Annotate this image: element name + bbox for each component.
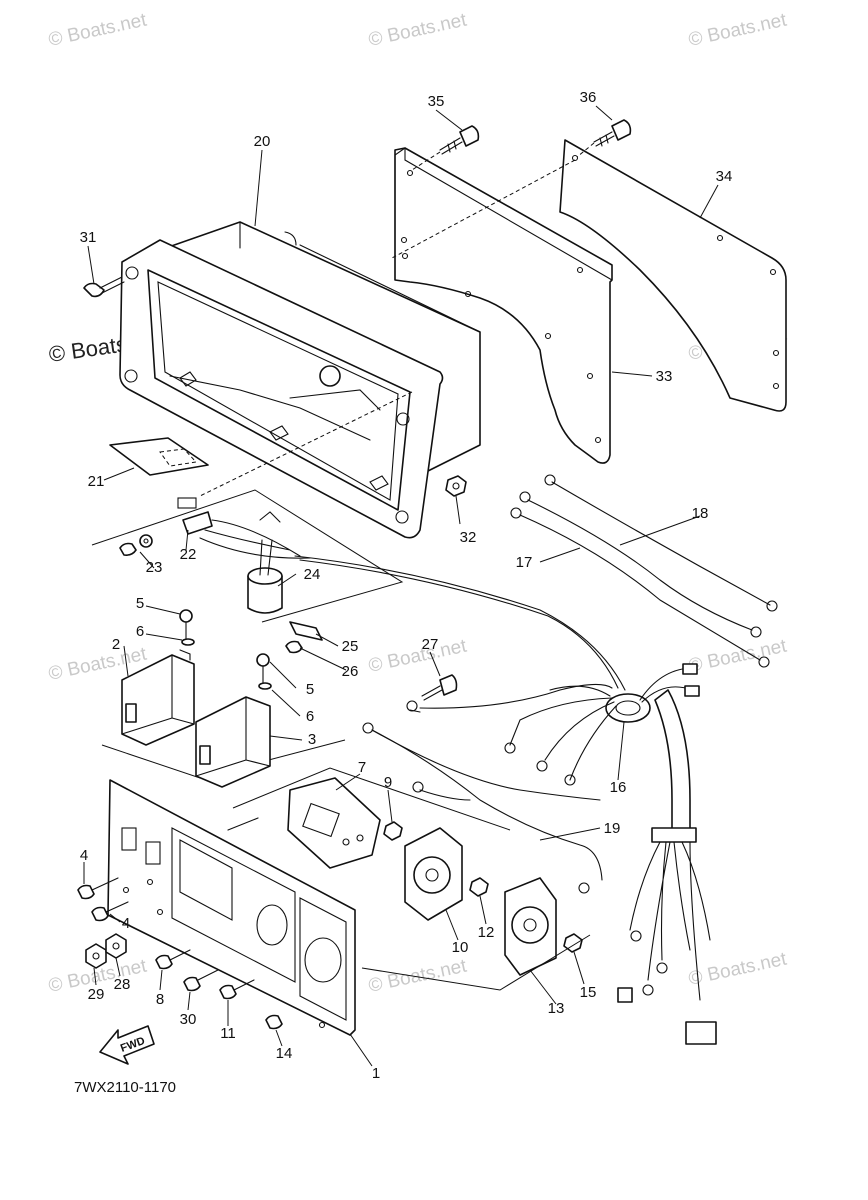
watermark: © Boats.net — [687, 949, 789, 990]
part-4-screw[interactable] — [77, 877, 119, 900]
callout-30: 30 — [180, 1011, 197, 1028]
callout-5b: 5 — [306, 681, 314, 698]
part-9-nut[interactable] — [383, 821, 403, 841]
part-7-receptacle[interactable] — [287, 777, 381, 869]
callout-34: 34 — [716, 168, 733, 185]
callout-6: 6 — [136, 623, 144, 640]
watermark: © Boats.net — [367, 636, 469, 677]
callout-31: 31 — [80, 229, 97, 246]
callout-28: 28 — [114, 976, 131, 993]
callout-2: 2 — [112, 636, 120, 653]
assembly-line — [576, 142, 595, 158]
callout-14: 14 — [276, 1045, 293, 1062]
callout-12: 12 — [478, 924, 495, 941]
callout-15: 15 — [580, 984, 597, 1001]
part-5-screw[interactable] — [179, 609, 193, 641]
callout-5: 5 — [136, 595, 144, 612]
callout-26: 26 — [342, 663, 359, 680]
part-28-washer[interactable] — [105, 933, 127, 959]
callout-29: 29 — [88, 986, 105, 1003]
callout-33: 33 — [656, 368, 673, 385]
part-2-circuit-breaker[interactable] — [121, 649, 195, 746]
part-8-screw[interactable] — [155, 949, 191, 970]
harness-wire — [259, 511, 281, 523]
part-11-screw[interactable] — [219, 979, 255, 1000]
group-frame — [361, 934, 591, 991]
part-33-mounting-plate[interactable] — [394, 147, 613, 464]
part-18-ground-wire[interactable] — [544, 474, 778, 612]
watermark: © Boats.net — [367, 10, 469, 51]
assembly-line — [411, 151, 441, 171]
group-frame — [91, 489, 404, 623]
part-13-twistlock-receptacle[interactable] — [504, 877, 557, 976]
watermark: © Boats.net — [687, 636, 789, 677]
part-20-electrical-box[interactable] — [119, 221, 481, 539]
part-5-screw[interactable] — [256, 653, 270, 685]
assembly-line — [199, 391, 413, 497]
callout-36: 36 — [580, 89, 597, 106]
callout-35: 35 — [428, 93, 445, 110]
part-15-nut[interactable] — [563, 933, 583, 953]
callout-27: 27 — [422, 636, 439, 653]
part-30-screw[interactable] — [183, 969, 219, 992]
callout-labels: 20 35 36 34 31 33 21 22 23 32 24 18 17 5… — [80, 89, 733, 1082]
callout-8: 8 — [156, 991, 164, 1008]
part-17-ground-wire[interactable] — [510, 491, 770, 668]
callout-11: 11 — [220, 1025, 236, 1042]
callout-4: 4 — [80, 847, 88, 864]
part-23-screw[interactable] — [119, 534, 153, 556]
part-32-nut[interactable] — [445, 475, 467, 497]
diagram-code: 7WX2110-1170 — [74, 1079, 176, 1096]
part-12-nut[interactable] — [469, 877, 489, 897]
callout-4b: 4 — [122, 915, 130, 932]
callout-21: 21 — [88, 473, 105, 490]
callout-25: 25 — [342, 638, 359, 655]
part-25-clamp[interactable] — [289, 621, 323, 641]
callout-10: 10 — [452, 939, 469, 956]
part-10-twistlock-receptacle[interactable] — [404, 827, 463, 921]
part-24-capacitor[interactable] — [247, 539, 283, 614]
part-36-screw[interactable] — [593, 119, 632, 147]
callout-23: 23 — [146, 559, 163, 576]
callout-17: 17 — [516, 554, 533, 571]
callout-6b: 6 — [306, 708, 314, 725]
callout-24: 24 — [304, 566, 321, 583]
part-14-screw[interactable] — [265, 1014, 283, 1030]
part-27-bolt[interactable] — [421, 674, 458, 701]
part-35-screw[interactable] — [439, 125, 480, 155]
part-34-back-plate[interactable] — [559, 139, 787, 412]
part-4-screw[interactable] — [91, 901, 129, 922]
callout-9: 9 — [384, 774, 392, 791]
callout-16: 16 — [610, 779, 627, 796]
callout-19: 19 — [604, 820, 621, 837]
part-21-label-plate[interactable] — [109, 437, 209, 476]
fwd-arrow-icon: FWD — [99, 1025, 155, 1065]
part-31-screw[interactable] — [83, 276, 125, 298]
part-19-ground-wire[interactable] — [362, 700, 603, 894]
group-frame — [232, 767, 511, 831]
part-22-connector[interactable] — [177, 497, 213, 535]
callout-7: 7 — [358, 759, 366, 776]
callout-1: 1 — [372, 1065, 380, 1082]
callout-18: 18 — [692, 505, 709, 522]
part-16-wire-harness[interactable] — [294, 555, 717, 1045]
leader-lines — [83, 105, 719, 1067]
callout-20: 20 — [254, 133, 271, 150]
callout-22: 22 — [180, 546, 197, 563]
watermark: © Boats.net — [367, 956, 469, 997]
callout-3: 3 — [308, 731, 316, 748]
part-26-screw[interactable] — [285, 640, 303, 654]
harness-wire — [199, 519, 311, 559]
part-6-washer[interactable] — [258, 682, 272, 690]
callout-13: 13 — [548, 1000, 565, 1017]
part-29-nut[interactable] — [85, 943, 107, 969]
watermark: © Boats.net — [687, 10, 789, 51]
part-6-washer[interactable] — [181, 638, 195, 646]
part-1-front-panel[interactable] — [107, 779, 356, 1036]
part-3-circuit-breaker[interactable] — [195, 696, 271, 788]
callout-32: 32 — [460, 529, 477, 546]
watermark: © Boats.net — [47, 10, 149, 51]
